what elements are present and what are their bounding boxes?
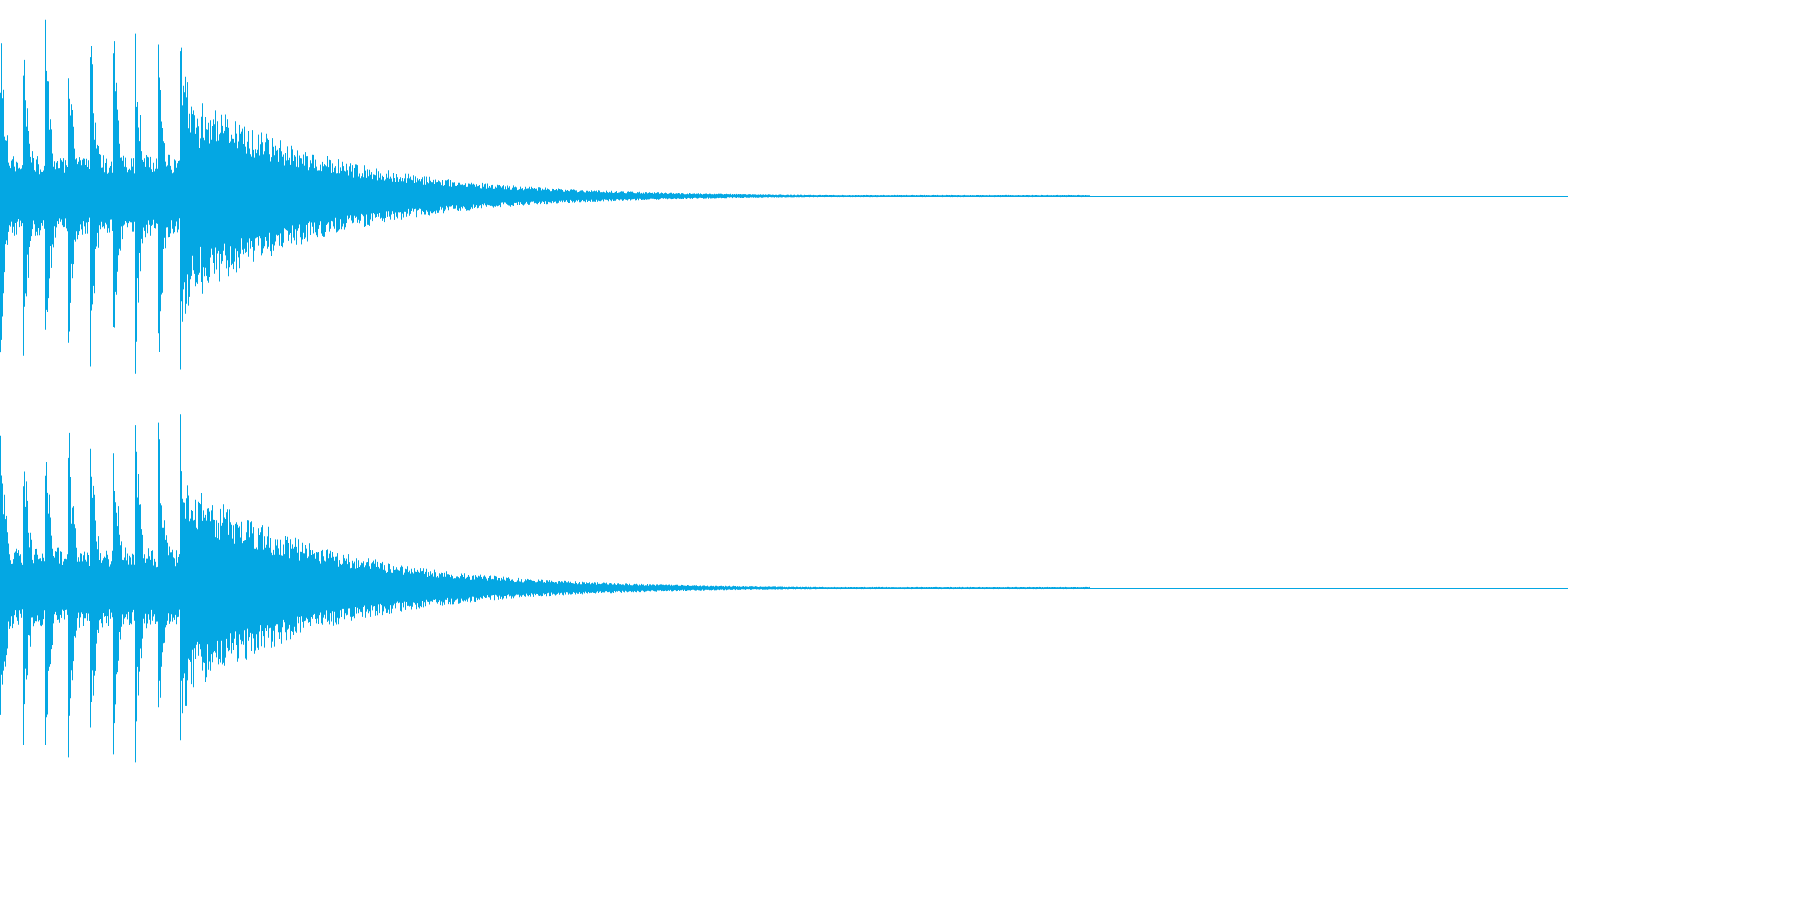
channel-1-waveform [0, 19, 1568, 374]
channel-2-waveform [0, 414, 1568, 763]
